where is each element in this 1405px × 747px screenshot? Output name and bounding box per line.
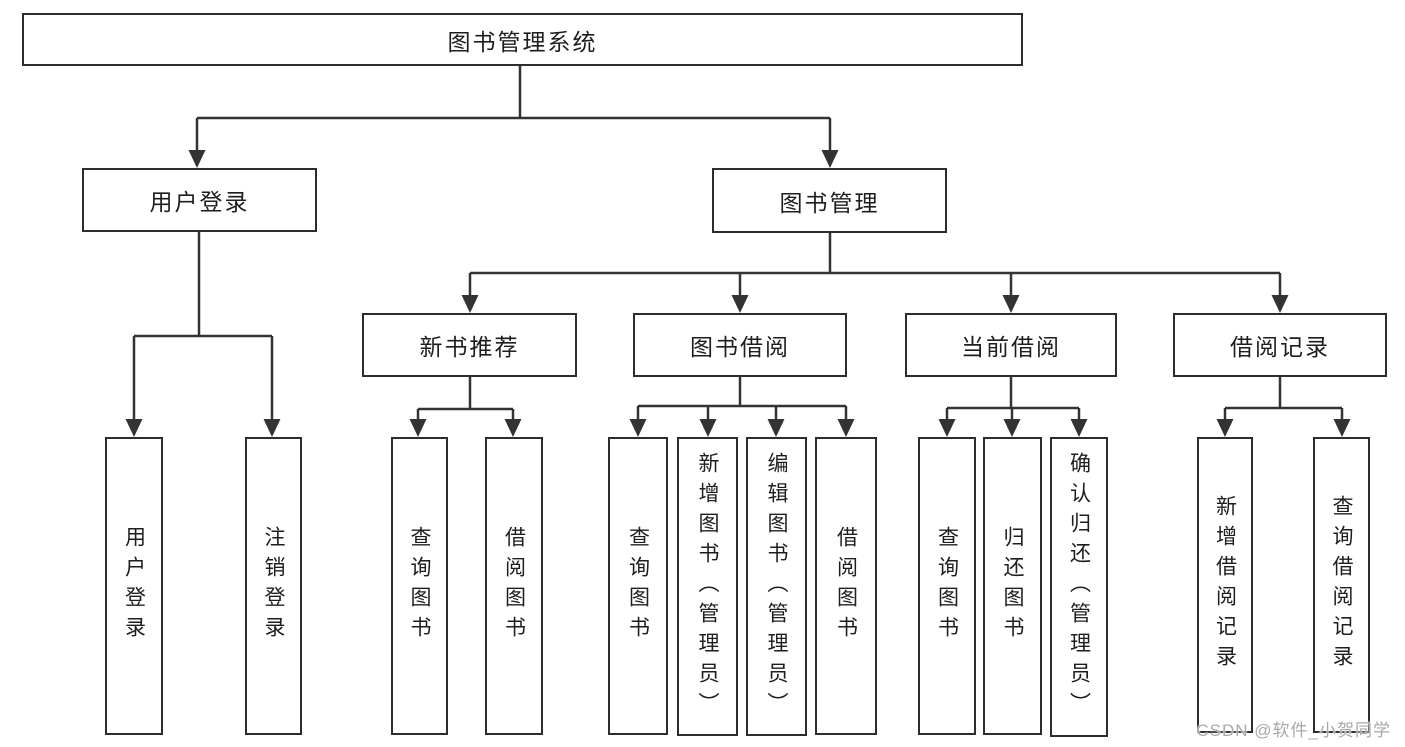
leaf-query-books-borrow: 查询图书 xyxy=(608,437,668,735)
leaf-confirm-return-admin: 确认归还（管理员） xyxy=(1050,437,1108,737)
leaf-query-books-current: 查询图书 xyxy=(918,437,976,735)
leaf-borrow-books-recommend-label: 借阅图书 xyxy=(502,526,526,646)
leaf-add-books-admin: 新增图书（管理员） xyxy=(677,437,738,736)
leaf-query-borrow-record-label: 查询借阅记录 xyxy=(1330,495,1353,675)
node-new-book-recommend: 新书推荐 xyxy=(362,313,577,377)
leaf-return-books: 归还图书 xyxy=(983,437,1042,735)
leaf-add-borrow-record: 新增借阅记录 xyxy=(1197,437,1253,733)
leaf-add-books-admin-label: 新增图书（管理员） xyxy=(696,451,719,722)
leaf-query-books-recommend: 查询图书 xyxy=(391,437,448,735)
node-current-borrow: 当前借阅 xyxy=(905,313,1117,377)
tree-edges xyxy=(132,66,1344,425)
leaf-add-borrow-record-label: 新增借阅记录 xyxy=(1213,495,1237,675)
node-user-login: 用户登录 xyxy=(82,168,317,232)
leaf-confirm-return-admin-label: 确认归还（管理员） xyxy=(1067,452,1091,722)
node-root-label: 图书管理系统 xyxy=(447,28,598,55)
leaf-user-login: 用户登录 xyxy=(105,437,163,735)
leaf-query-books-recommend-label: 查询图书 xyxy=(408,526,431,646)
node-book-management: 图书管理 xyxy=(712,168,947,233)
leaf-query-books-borrow-label: 查询图书 xyxy=(626,526,650,646)
leaf-edit-books-admin: 编辑图书（管理员） xyxy=(746,437,807,736)
leaf-borrow-books-recommend: 借阅图书 xyxy=(485,437,543,735)
node-book-borrow-label: 图书借阅 xyxy=(690,334,790,360)
csdn-watermark: CSDN @软件_小贺同学 xyxy=(1196,721,1391,740)
node-borrow-records: 借阅记录 xyxy=(1173,313,1387,377)
node-current-borrow-label: 当前借阅 xyxy=(961,334,1061,360)
leaf-user-login-label: 用户登录 xyxy=(122,526,146,646)
node-new-book-recommend-label: 新书推荐 xyxy=(419,334,520,360)
node-root: 图书管理系统 xyxy=(22,13,1023,66)
leaf-query-books-current-label: 查询图书 xyxy=(935,526,959,646)
node-book-borrow: 图书借阅 xyxy=(633,313,847,377)
leaf-logout-label: 注销登录 xyxy=(262,526,285,646)
leaf-query-borrow-record: 查询借阅记录 xyxy=(1313,437,1370,733)
leaf-edit-books-admin-label: 编辑图书（管理员） xyxy=(765,451,788,722)
node-book-management-label: 图书管理 xyxy=(779,189,880,216)
leaf-borrow-books: 借阅图书 xyxy=(815,437,877,735)
node-user-login-label: 用户登录 xyxy=(149,189,250,215)
node-borrow-records-label: 借阅记录 xyxy=(1230,334,1330,360)
leaf-logout: 注销登录 xyxy=(245,437,302,735)
leaf-borrow-books-label: 借阅图书 xyxy=(834,526,858,646)
leaf-return-books-label: 归还图书 xyxy=(1001,526,1024,646)
